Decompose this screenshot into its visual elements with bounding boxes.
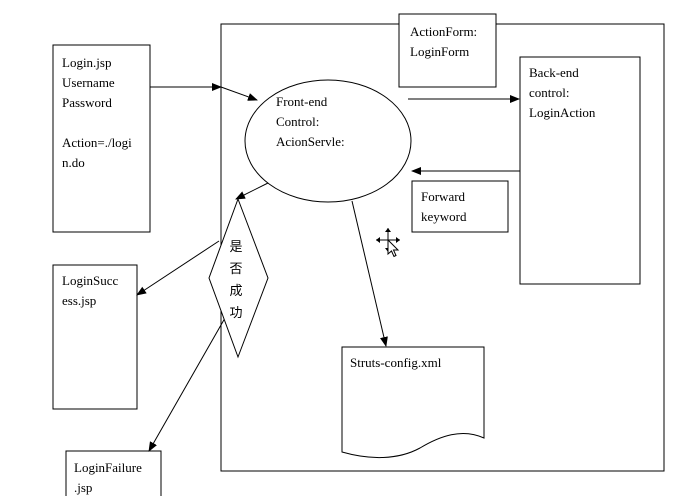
back-end-label: Back-end control: LoginAction (529, 65, 596, 120)
struts-config-label: Struts-config.xml (350, 355, 442, 370)
edge-front-to-struts (351, 200, 388, 347)
action-form-label: ActionForm: LoginForm (410, 24, 478, 59)
edge-to-login-failure (148, 317, 226, 452)
login-failure-label: LoginFailure .jsp (74, 460, 142, 495)
move-cursor-icon (376, 228, 400, 258)
login-success-label: LoginSucc ess.jsp (62, 273, 119, 308)
back-end-box (519, 56, 641, 285)
login-success-box (52, 264, 138, 410)
forward-keyword-label: Forward keyword (421, 189, 467, 224)
action-form-box (398, 13, 497, 88)
decision-label: 是 否 成 功 (229, 240, 243, 321)
struts-config-document (341, 346, 485, 459)
login-jsp-label: Login.jsp Username Password Action=./log… (62, 55, 132, 170)
forward-box (411, 180, 509, 233)
front-end-label: Front-end Control: AcionServle: (276, 94, 345, 149)
login-failure-box (65, 450, 162, 496)
edge-to-front-end (220, 86, 258, 101)
front-end-ellipse (244, 79, 412, 203)
edge-to-login-success (136, 240, 220, 296)
login-jsp-box (52, 44, 151, 233)
decision-diamond (208, 197, 269, 359)
edge-front-to-decision (235, 182, 269, 200)
